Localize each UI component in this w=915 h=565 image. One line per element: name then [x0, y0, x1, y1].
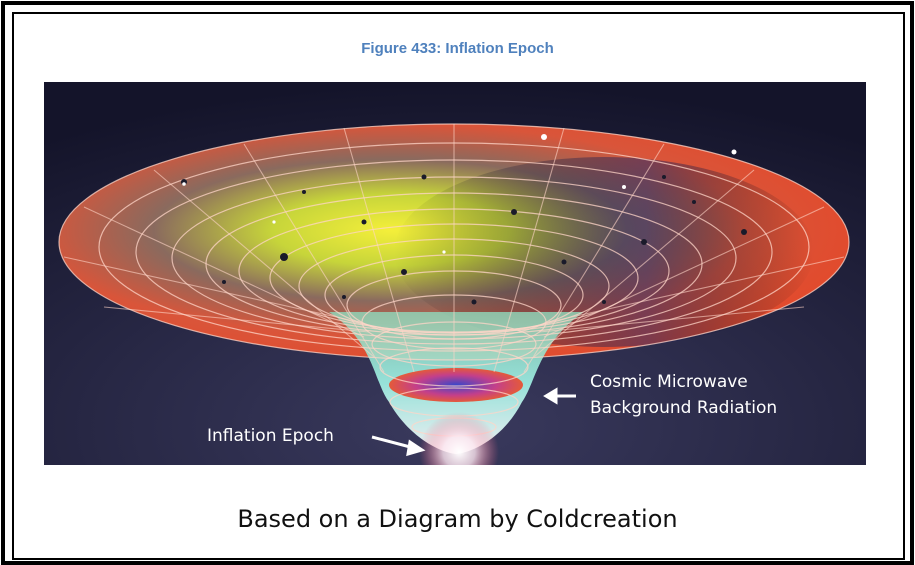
inner-border [12, 12, 905, 560]
disc-grid-radials [63, 124, 845, 373]
figure-credit: Based on a Diagram by Coldcreation [237, 505, 678, 533]
inflation-arrow-shaft [371, 435, 415, 450]
label-arrows [371, 387, 576, 457]
cmb-band [389, 368, 523, 402]
inflation-epoch-label: Inflation Epoch [207, 426, 334, 446]
figure-caption: Figure 433: Inflation Epoch [361, 40, 554, 57]
bright-stars [182, 134, 737, 254]
inflation-arrow-head [406, 439, 426, 457]
diagram-graphic [44, 82, 866, 465]
cmb-label-line1: Cosmic Microwave [590, 372, 748, 392]
cmb-arrow-head [543, 387, 558, 405]
disc-shading [394, 157, 814, 347]
inflation-diagram: Cosmic Microwave Background Radiation In… [44, 82, 866, 465]
cmb-label-line2: Background Radiation [590, 398, 778, 418]
inflation-glow [419, 412, 499, 465]
